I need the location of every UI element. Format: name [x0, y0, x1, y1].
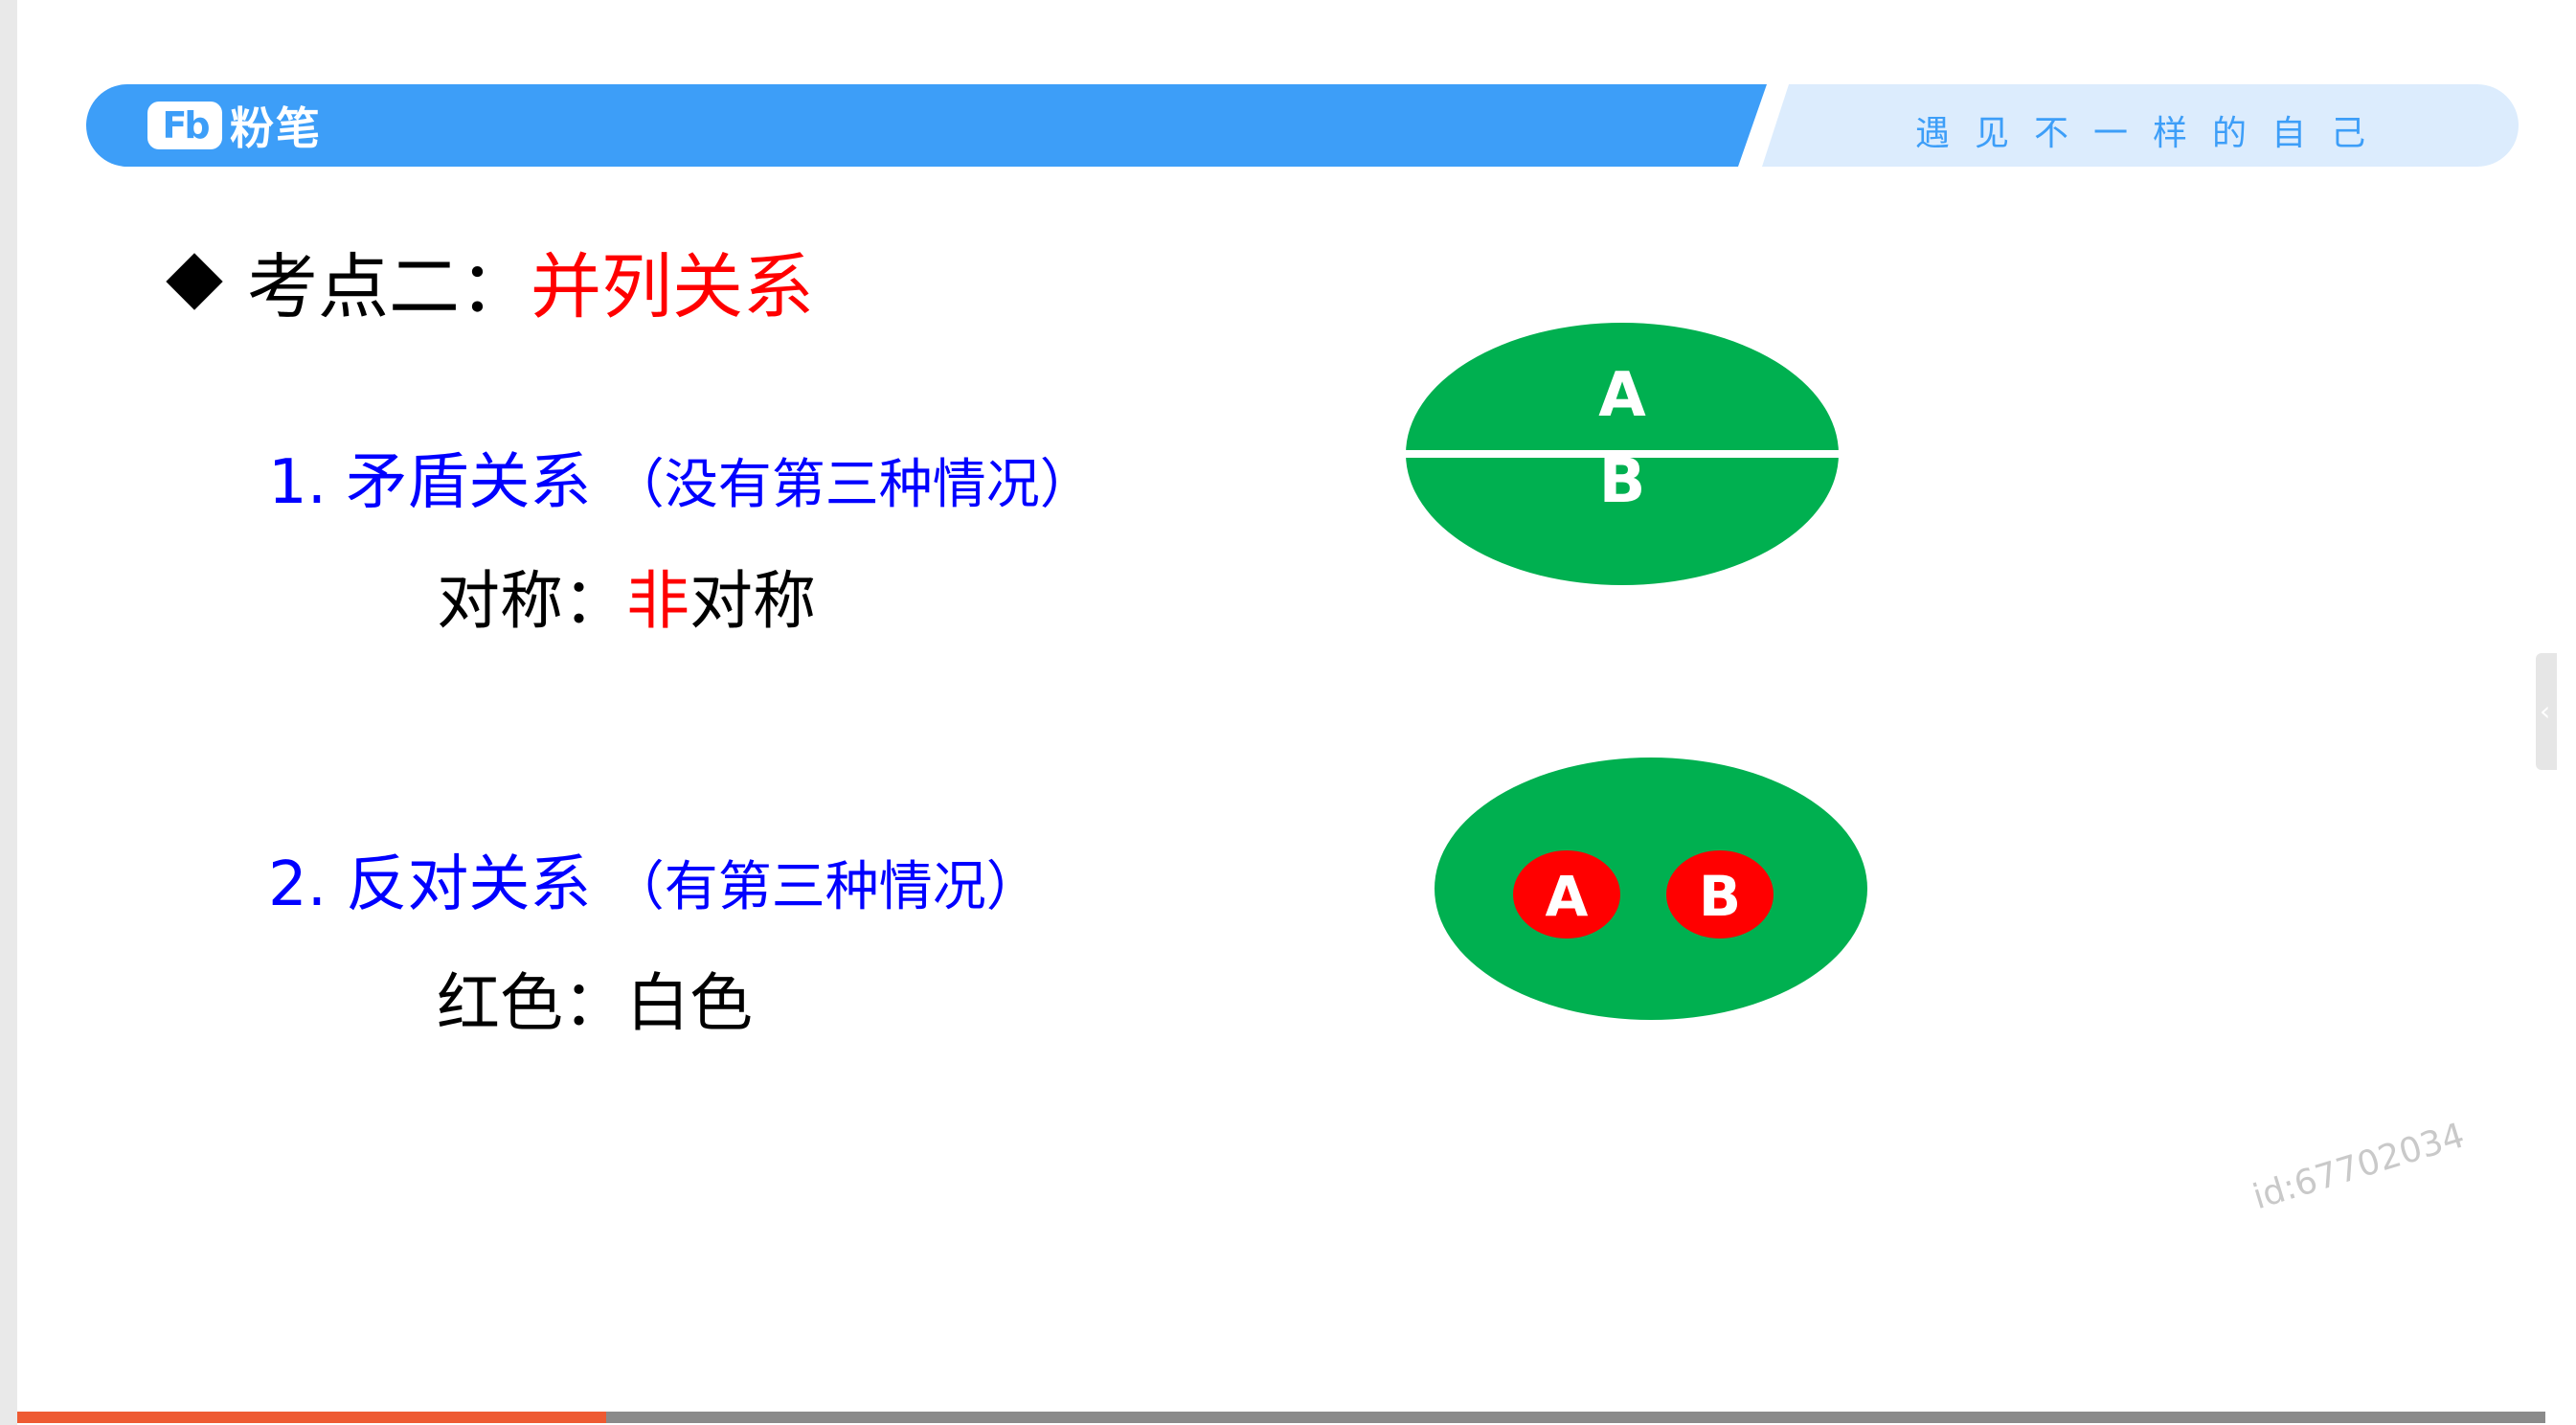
banner-shape: [86, 84, 2519, 167]
item-note: （有第三种情况）: [610, 856, 1040, 918]
slogan: 遇见不一样的自己: [1915, 114, 2391, 153]
universe-ellipse: [1435, 758, 1867, 1020]
label-a: A: [1598, 360, 1646, 431]
contrary-diagram: A B: [1435, 758, 1867, 1020]
item-contradiction: 1. 矛盾关系 （没有第三种情况）: [268, 433, 1094, 521]
example-left: 红色：: [437, 966, 626, 1040]
title-highlight: 并列关系: [531, 246, 814, 328]
label-a: A: [1546, 864, 1589, 929]
item-number: 2.: [268, 849, 328, 920]
contradiction-diagram: A B: [1406, 323, 1839, 585]
diamond-bullet-icon: [166, 252, 223, 310]
slide: Fb 粉笔 遇见不一样的自己 考点二： 并列关系 1. 矛盾关系 （没有第三种情…: [17, 0, 2545, 1408]
watermark: id:67702034: [2248, 1116, 2470, 1218]
slide-title: 考点二： 并列关系: [161, 230, 814, 332]
chevron-left-icon: ‹: [2540, 695, 2551, 727]
side-panel-handle[interactable]: ‹: [2536, 653, 2557, 770]
example-rest: 对称: [689, 564, 816, 638]
item-contrary: 2. 反对关系 （有第三种情况）: [268, 835, 1040, 923]
brand-logo: Fb 粉笔: [147, 98, 322, 154]
progress-fill: [17, 1412, 607, 1423]
header-banner: Fb 粉笔 遇见不一样的自己: [86, 84, 2519, 167]
example-rest: 白色: [626, 966, 753, 1040]
example-red: 非: [626, 564, 689, 638]
item-note: （没有第三种情况）: [610, 454, 1094, 516]
example-left: 对称：: [437, 564, 626, 638]
logo-mark: Fb: [147, 102, 222, 149]
item-number: 1.: [268, 447, 328, 518]
title-prefix: 考点二：: [247, 246, 531, 328]
example-contrary: 红色：白色: [437, 952, 753, 1044]
circle-a: [1513, 850, 1620, 939]
item-label: 反对关系: [346, 849, 592, 920]
example-contradiction: 对称：非对称: [437, 550, 816, 642]
progress-bar[interactable]: [17, 1412, 2545, 1423]
label-b: B: [1599, 446, 1646, 517]
item-label: 矛盾关系: [346, 447, 592, 518]
left-border: [0, 0, 17, 1425]
label-b: B: [1699, 864, 1741, 929]
logo-text: 粉笔: [230, 102, 322, 154]
circle-b: [1666, 850, 1774, 939]
